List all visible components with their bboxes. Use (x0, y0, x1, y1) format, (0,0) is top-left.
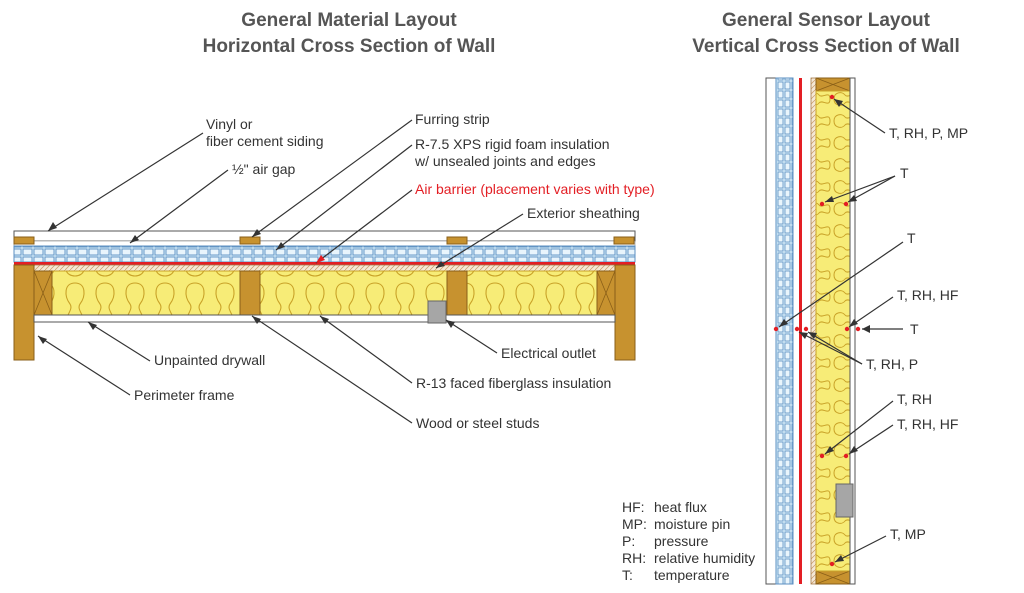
sensor-dot (819, 453, 825, 459)
air-barrier-vertical (799, 78, 802, 584)
drywall-vertical (849, 77, 856, 585)
furring-strip (613, 236, 635, 245)
label-studs: Wood or steel studs (416, 415, 539, 431)
legend-value: moisture pin (654, 516, 730, 532)
legend-key: T: (622, 567, 633, 583)
sensor-dot (819, 201, 825, 207)
label-xps-line1: R-7.5 XPS rigid foam insulation (415, 136, 610, 152)
sensor-points (773, 94, 861, 567)
label-siding-line2: fiber cement siding (206, 133, 324, 149)
xps-foam-vertical (775, 77, 794, 585)
furring-strip (239, 236, 261, 245)
sensor-dot (794, 326, 800, 332)
label-electrical-outlet: Electrical outlet (501, 345, 596, 361)
legend-value: relative humidity (654, 550, 755, 566)
label-fiberglass-insulation: R-13 faced fiberglass insulation (416, 375, 611, 391)
furring-strip (446, 236, 468, 245)
label-perimeter-frame: Perimeter frame (134, 387, 235, 403)
sensor-legend: HF: heat flux MP: moisture pin P: pressu… (622, 499, 755, 583)
legend-key: HF: (622, 499, 645, 515)
sensor-label: T (900, 165, 909, 181)
furring-strip (13, 236, 35, 245)
legend-key: P: (622, 533, 635, 549)
sensor-dot (829, 561, 835, 567)
stud (239, 270, 261, 316)
right-title-line2: Vertical Cross Section of Wall (692, 36, 959, 57)
air-barrier-layer (14, 262, 635, 265)
label-exterior-sheathing: Exterior sheathing (527, 205, 640, 221)
sheathing-layer (13, 264, 636, 272)
sensor-label: T, MP (890, 526, 926, 542)
horizontal-wall-section (13, 230, 636, 361)
sensor-label: T, RH, P (866, 356, 918, 372)
label-air-barrier: Air barrier (placement varies with type) (415, 181, 655, 197)
label-air-gap: ½" air gap (232, 161, 296, 177)
vertical-wall-section (765, 77, 856, 585)
sensor-dot (843, 201, 849, 207)
electrical-box-vertical (835, 483, 854, 518)
left-title-line2: Horizontal Cross Section of Wall (203, 36, 496, 57)
right-title-line1: General Sensor Layout (722, 10, 931, 31)
insulation-cavity (466, 270, 598, 316)
perimeter-frame (614, 264, 636, 361)
air-gap-layer (13, 240, 636, 247)
sheathing-vertical (810, 77, 817, 585)
sensor-label: T (910, 321, 919, 337)
sensor-dot (843, 453, 849, 459)
sensor-dot (803, 326, 809, 332)
right-leader-lines (778, 98, 904, 563)
insulation-cavity (51, 270, 241, 316)
sensor-label: T, RH, HF (897, 287, 958, 303)
perimeter-frame (13, 264, 35, 361)
label-unpainted-drywall: Unpainted drywall (154, 352, 265, 368)
legend-key: RH: (622, 550, 646, 566)
stud (446, 270, 468, 316)
electrical-outlet (427, 300, 447, 324)
legend-value: heat flux (654, 499, 707, 515)
label-furring-strip: Furring strip (415, 111, 490, 127)
insulation-cavity (259, 270, 448, 316)
sensor-dot (855, 326, 861, 332)
label-xps-line2: w/ unsealed joints and edges (414, 153, 596, 169)
sensor-dot (773, 326, 779, 332)
left-title-line1: General Material Layout (241, 10, 457, 31)
sensor-label: T, RH, P, MP (889, 125, 968, 141)
sensor-dot (829, 94, 835, 100)
legend-key: MP: (622, 516, 647, 532)
legend-value: temperature (654, 567, 730, 583)
label-siding-line1: Vinyl or (206, 116, 253, 132)
legend-value: pressure (654, 533, 709, 549)
siding-layer-vertical (765, 77, 777, 585)
left-leader-lines (37, 119, 524, 424)
sensor-label: T, RH (897, 391, 932, 407)
siding-layer (13, 230, 636, 242)
sensor-dot (844, 326, 850, 332)
sensor-label: T (907, 230, 916, 246)
sensor-label: T, RH, HF (897, 416, 958, 432)
